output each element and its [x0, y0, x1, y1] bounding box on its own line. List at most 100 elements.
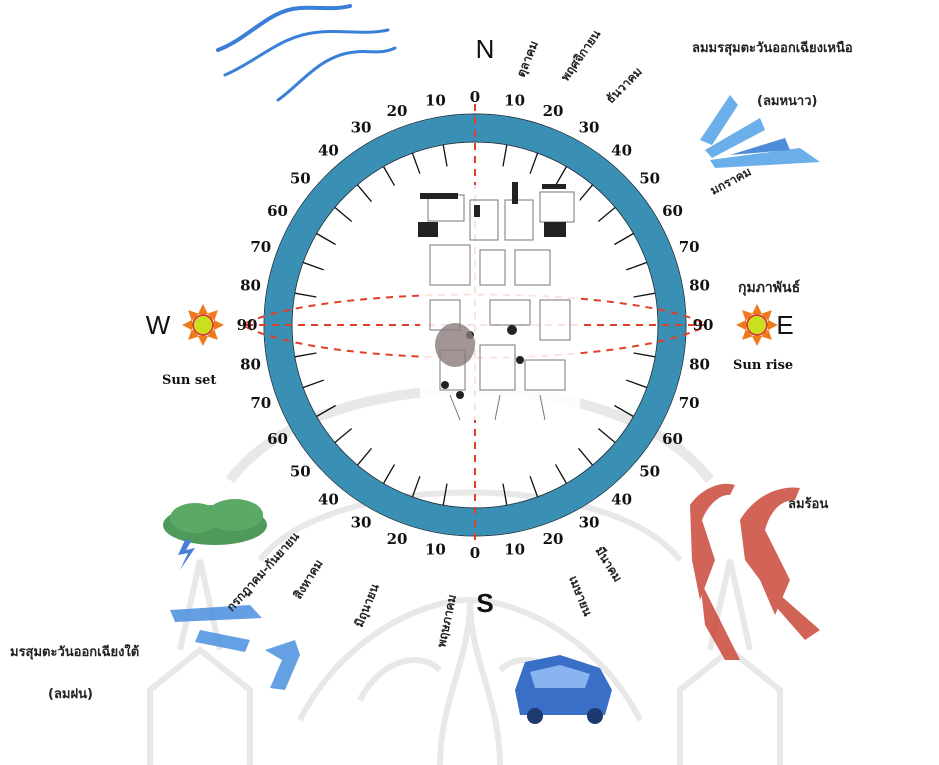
sun-ray [198, 336, 208, 346]
winter-wind-label: (ลมหนาว) [757, 94, 817, 109]
degree-label: 10 [425, 92, 446, 110]
degree-label: 80 [689, 356, 710, 374]
degree-label: 60 [267, 202, 288, 220]
north-label: N [476, 34, 495, 64]
compass-tick [633, 352, 656, 358]
compass-tick [578, 447, 594, 466]
compass-tick [442, 483, 448, 506]
compass-tick [294, 352, 317, 358]
sunrise-label: Sun rise [733, 358, 793, 373]
degree-label: 10 [504, 92, 525, 110]
month-december: ธันวาคม [603, 64, 645, 106]
compass-tick [302, 379, 324, 389]
compass-tick [356, 184, 372, 203]
degree-label: 40 [611, 141, 632, 159]
compass-tick [502, 144, 508, 167]
sun-ray [768, 320, 778, 330]
compass-tick [554, 464, 568, 484]
sunrise-sun-icon [736, 304, 778, 346]
east-label: E [776, 310, 793, 340]
degree-label: 90 [693, 316, 714, 334]
compass-tick [356, 447, 372, 466]
month-july: สิงหาคม [291, 557, 326, 602]
degree-label: 70 [679, 238, 700, 256]
degree-label: 20 [387, 530, 408, 548]
degree-label: 30 [351, 514, 372, 532]
compass-tick [334, 428, 353, 444]
compass-tick [626, 379, 648, 389]
compass-tick [626, 261, 648, 271]
sun-ray [182, 320, 192, 330]
watermark-emblem [147, 385, 783, 765]
compass-tick [502, 483, 508, 506]
degree-label: 40 [318, 491, 339, 509]
degree-label: 90 [237, 316, 258, 334]
degree-label: 70 [250, 394, 271, 412]
compass-tick [316, 404, 336, 418]
compass-tick [382, 166, 396, 186]
compass-tick [554, 166, 568, 186]
compass-tick [411, 476, 421, 498]
south-label: S [476, 588, 493, 618]
southwest-monsoon-label: มรสุมตะวันออกเฉียงใต้ [10, 643, 139, 660]
degree-label: 40 [318, 141, 339, 159]
degree-label: 70 [250, 238, 271, 256]
degree-label: 80 [240, 356, 261, 374]
rain-wind-arrows [170, 605, 300, 690]
compass-tick [529, 476, 539, 498]
degree-label: 30 [579, 119, 600, 137]
compass-tick [334, 206, 353, 222]
compass-tick [316, 232, 336, 246]
compass-ticks [294, 144, 656, 506]
degree-label: 60 [662, 430, 683, 448]
month-november: พฤศจิกายน [558, 27, 604, 84]
degree-label: 30 [579, 514, 600, 532]
compass-tick [614, 404, 634, 418]
compass-tick [529, 152, 539, 174]
compass-tick [302, 261, 324, 271]
degree-label: 0 [470, 88, 480, 106]
compass-tick [597, 428, 616, 444]
degree-label: 50 [639, 169, 660, 187]
month-february: กุมภาพันธ์ [738, 279, 800, 296]
degree-label: 40 [611, 491, 632, 509]
month-october: ตุลาคม [514, 39, 542, 80]
degree-label: 50 [290, 169, 311, 187]
winter-wind-arrows [700, 95, 820, 168]
degree-label: 20 [543, 102, 564, 120]
cool-wind-streaks [216, 4, 397, 102]
month-april: เมษายน [566, 574, 595, 619]
month-january: มกราคม [708, 164, 754, 197]
degree-label: 0 [470, 544, 480, 562]
degree-label: 70 [679, 394, 700, 412]
sunset-sun-icon [182, 304, 224, 346]
northeast-monsoon-label: ลมมรสุมตะวันออกเฉียงเหนือ [692, 40, 853, 56]
degree-label: 60 [267, 430, 288, 448]
degree-label: 80 [689, 276, 710, 294]
compass-tick [614, 232, 634, 246]
degree-label: 50 [639, 463, 660, 481]
sun-ray [752, 304, 762, 314]
car-image [515, 655, 612, 724]
compass-tick [411, 152, 421, 174]
degree-label: 80 [240, 276, 261, 294]
compass-tick [382, 464, 396, 484]
month-june: มิถุนายน [352, 581, 383, 629]
degree-label: 20 [543, 530, 564, 548]
degree-label: 30 [351, 119, 372, 137]
storm-cloud [163, 499, 267, 570]
sun-ray [214, 320, 224, 330]
hot-wind-label: ลมร้อน [788, 496, 828, 512]
degree-label: 50 [290, 463, 311, 481]
degree-label: 10 [504, 541, 525, 559]
compass-tick [294, 292, 317, 298]
rain-wind-label: (ลมฝน) [48, 687, 93, 702]
degree-label: 60 [662, 202, 683, 220]
sun-ray [736, 320, 746, 330]
site-plan [418, 182, 580, 421]
compass-tick [633, 292, 656, 298]
compass-tick [442, 144, 448, 167]
sun-ray [198, 304, 208, 314]
